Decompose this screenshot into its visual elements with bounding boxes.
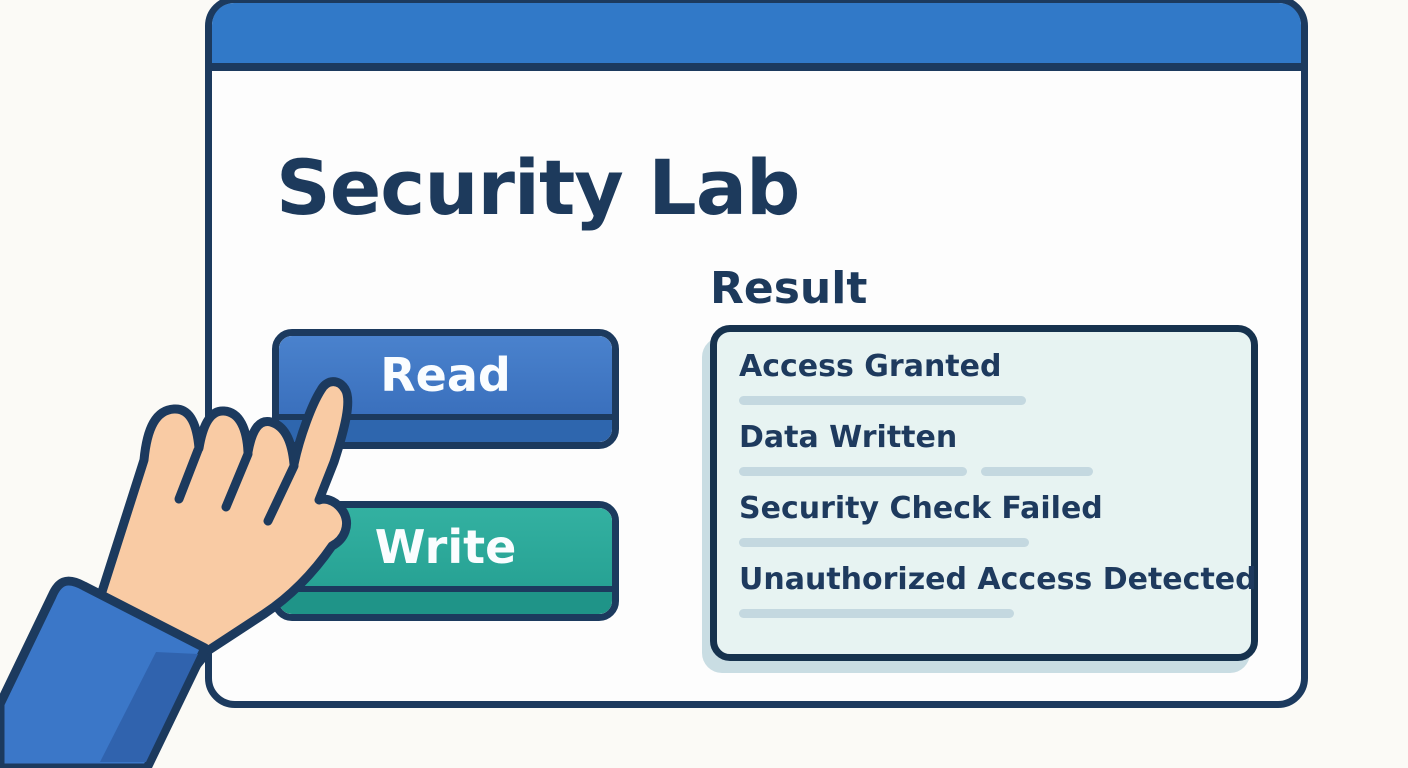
result-entry-text: Data Written bbox=[739, 420, 958, 455]
result-label: Result bbox=[710, 263, 868, 314]
write-button[interactable]: Write bbox=[272, 501, 619, 621]
window-title-bar bbox=[212, 3, 1301, 71]
placeholder-line bbox=[739, 609, 1014, 618]
result-entry: Data Written bbox=[739, 419, 1229, 476]
read-button[interactable]: Read bbox=[272, 329, 619, 449]
placeholder-line bbox=[739, 538, 1029, 547]
placeholder-line bbox=[739, 467, 967, 476]
placeholder-line bbox=[981, 467, 1093, 476]
security-lab-window: Security Lab Read Write Result Access Gr… bbox=[205, 0, 1308, 708]
result-panel: Access Granted Data Written Security Che… bbox=[710, 325, 1258, 661]
result-entry-text: Unauthorized Access Detected bbox=[739, 562, 1257, 597]
window-heading: Security Lab bbox=[276, 143, 800, 232]
read-button-label: Read bbox=[279, 336, 612, 420]
write-button-label: Write bbox=[279, 508, 612, 592]
write-button-3d-edge bbox=[279, 592, 612, 614]
placeholder-line bbox=[739, 396, 1026, 405]
read-button-3d-edge bbox=[279, 420, 612, 442]
result-entry-text: Security Check Failed bbox=[739, 491, 1103, 526]
result-entry: Security Check Failed bbox=[739, 490, 1229, 547]
result-entry-text: Access Granted bbox=[739, 349, 1002, 384]
result-entry: Unauthorized Access Detected bbox=[739, 561, 1257, 618]
result-entry: Access Granted bbox=[739, 348, 1229, 405]
